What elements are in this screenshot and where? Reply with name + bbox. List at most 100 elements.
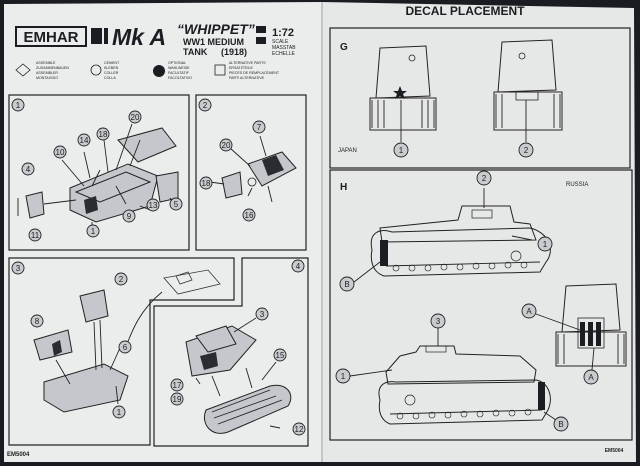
svg-text:8: 8 bbox=[35, 317, 40, 326]
tank-name: “WHIPPET” bbox=[177, 21, 255, 37]
svg-text:ASSEMBLE: ASSEMBLE bbox=[36, 61, 56, 65]
svg-text:COLLER: COLLER bbox=[104, 71, 119, 75]
deck-plate-part bbox=[117, 127, 177, 163]
legend-optional: OPTIONAL WAHLWEISE FACULTATIF FACOLTATIV… bbox=[153, 61, 192, 80]
svg-text:KLEBEN: KLEBEN bbox=[104, 66, 119, 70]
svg-text:WAHLWEISE: WAHLWEISE bbox=[168, 66, 190, 70]
svg-text:OPTIONAL: OPTIONAL bbox=[168, 61, 186, 65]
decal-section-h: H RUSSIA 2 1 B bbox=[329, 169, 633, 441]
step-1-panel: 1 20 18 14 10 4 9 13 5 11 1 bbox=[8, 94, 190, 251]
svg-text:PIECES DE REMPLACEMENT: PIECES DE REMPLACEMENT bbox=[229, 71, 280, 75]
svg-text:MONTAGGIO: MONTAGGIO bbox=[36, 76, 58, 80]
svg-text:2: 2 bbox=[482, 174, 487, 183]
scale-value: 1:72 bbox=[272, 27, 294, 39]
svg-text:2: 2 bbox=[524, 146, 529, 155]
brand-name: EMHAR bbox=[24, 29, 79, 46]
svg-text:ALTERNATIVE PARTS: ALTERNATIVE PARTS bbox=[229, 61, 266, 65]
svg-text:13: 13 bbox=[149, 201, 158, 210]
svg-text:B: B bbox=[558, 420, 563, 429]
right-page bbox=[322, 2, 636, 462]
decal-section-g: G JAPAN 1 2 bbox=[329, 27, 631, 169]
svg-text:1: 1 bbox=[91, 227, 96, 236]
svg-text:A: A bbox=[526, 307, 532, 316]
decal-title: DECAL PLACEMENT bbox=[405, 4, 525, 18]
diamond-icon bbox=[15, 63, 31, 77]
step-number: 3 bbox=[16, 264, 21, 273]
step-number: 2 bbox=[203, 101, 208, 110]
svg-text:15: 15 bbox=[276, 351, 285, 360]
svg-text:14: 14 bbox=[80, 136, 89, 145]
svg-text:1: 1 bbox=[117, 408, 122, 417]
svg-text:18: 18 bbox=[202, 179, 211, 188]
tank-rear-view bbox=[535, 283, 627, 371]
step-number: 1 bbox=[16, 101, 21, 110]
legend-alternative: ALTERNATIVE PARTS ERSATZTEILE PIECES DE … bbox=[214, 61, 280, 80]
svg-text:16: 16 bbox=[245, 211, 254, 220]
circle-icon bbox=[90, 64, 102, 76]
svg-text:10: 10 bbox=[56, 148, 65, 157]
legend-cement: CEMENT KLEBEN COLLER COLLA bbox=[90, 61, 120, 80]
svg-text:4: 4 bbox=[26, 165, 31, 174]
tank-front-view bbox=[369, 45, 437, 142]
svg-text:COLLA: COLLA bbox=[104, 76, 116, 80]
svg-text:3: 3 bbox=[260, 310, 265, 319]
tank-type: TANK bbox=[183, 47, 208, 57]
svg-text:FACULTATIF: FACULTATIF bbox=[168, 71, 190, 75]
svg-text:PARTI ALTERNATIVE: PARTI ALTERNATIVE bbox=[229, 76, 265, 80]
svg-text:ERSATZTEILE: ERSATZTEILE bbox=[229, 66, 253, 70]
svg-text:ASSEMBLER: ASSEMBLER bbox=[36, 71, 58, 75]
model-name: Mk A bbox=[112, 24, 166, 50]
svg-text:B: B bbox=[344, 280, 349, 289]
header: EMHAR Mk A “WHIPPET” WW1 MEDIUM TANK (19… bbox=[15, 21, 296, 57]
star-icon bbox=[393, 86, 407, 99]
svg-text:1: 1 bbox=[543, 240, 548, 249]
step-number: 4 bbox=[296, 262, 301, 271]
svg-text:2: 2 bbox=[119, 275, 124, 284]
svg-text:FACOLTATIVO: FACOLTATIVO bbox=[168, 76, 192, 80]
russia-caption: RUSSIA bbox=[566, 182, 588, 188]
rear-plate-part bbox=[155, 171, 179, 203]
svg-text:5: 5 bbox=[174, 200, 179, 209]
svg-text:19: 19 bbox=[173, 395, 182, 404]
legend-assemble: ASSEMBLE ZUSAMMENBAUEN ASSEMBLER MONTAGG… bbox=[15, 61, 69, 80]
svg-text:20: 20 bbox=[131, 113, 140, 122]
step-1-callouts: 20 18 14 10 4 9 13 5 11 1 bbox=[21, 110, 183, 242]
svg-text:18: 18 bbox=[99, 130, 108, 139]
svg-text:7: 7 bbox=[257, 123, 262, 132]
symbol-legend: ASSEMBLE ZUSAMMENBAUEN ASSEMBLER MONTAGG… bbox=[15, 61, 280, 80]
decal-stripe bbox=[380, 240, 388, 266]
tank-class: WW1 MEDIUM bbox=[183, 37, 244, 47]
section-label: H bbox=[340, 182, 347, 193]
svg-text:12: 12 bbox=[295, 425, 304, 434]
step-2-panel: 2 7 20 18 16 bbox=[195, 94, 307, 251]
scale-word-de: MASSTAB bbox=[272, 45, 296, 51]
door-part bbox=[221, 171, 243, 199]
sheet-code-right: EM5004 bbox=[605, 448, 624, 454]
tank-side-view-lower bbox=[349, 328, 557, 425]
square-icon bbox=[214, 64, 226, 76]
svg-text:11: 11 bbox=[31, 231, 40, 240]
tank-rear-view bbox=[493, 39, 563, 142]
svg-text:17: 17 bbox=[173, 381, 182, 390]
svg-text:6: 6 bbox=[123, 343, 128, 352]
svg-text:9: 9 bbox=[127, 212, 132, 221]
side-plate-part bbox=[25, 191, 45, 219]
svg-text:A: A bbox=[588, 373, 594, 382]
step-3-panel: 3 2 8 6 1 bbox=[8, 257, 235, 446]
svg-text:1: 1 bbox=[341, 372, 346, 381]
svg-text:3: 3 bbox=[436, 317, 441, 326]
svg-text:1: 1 bbox=[399, 146, 404, 155]
svg-text:ZUSAMMENBAUEN: ZUSAMMENBAUEN bbox=[36, 66, 69, 70]
svg-text:CEMENT: CEMENT bbox=[104, 61, 120, 65]
brand-logo bbox=[15, 26, 87, 47]
japan-caption: JAPAN bbox=[338, 148, 357, 154]
scale-word-en: SCALE bbox=[272, 39, 289, 45]
svg-text:20: 20 bbox=[222, 141, 231, 150]
sheet-code-left: EM5004 bbox=[7, 452, 30, 458]
step-4-panel: 4 3 17 19 15 12 bbox=[153, 257, 309, 447]
section-label: G bbox=[340, 42, 348, 53]
decal-stripe bbox=[538, 382, 545, 410]
tank-year: (1918) bbox=[221, 47, 247, 57]
scale-word-fr: ECHELLE bbox=[272, 51, 295, 57]
